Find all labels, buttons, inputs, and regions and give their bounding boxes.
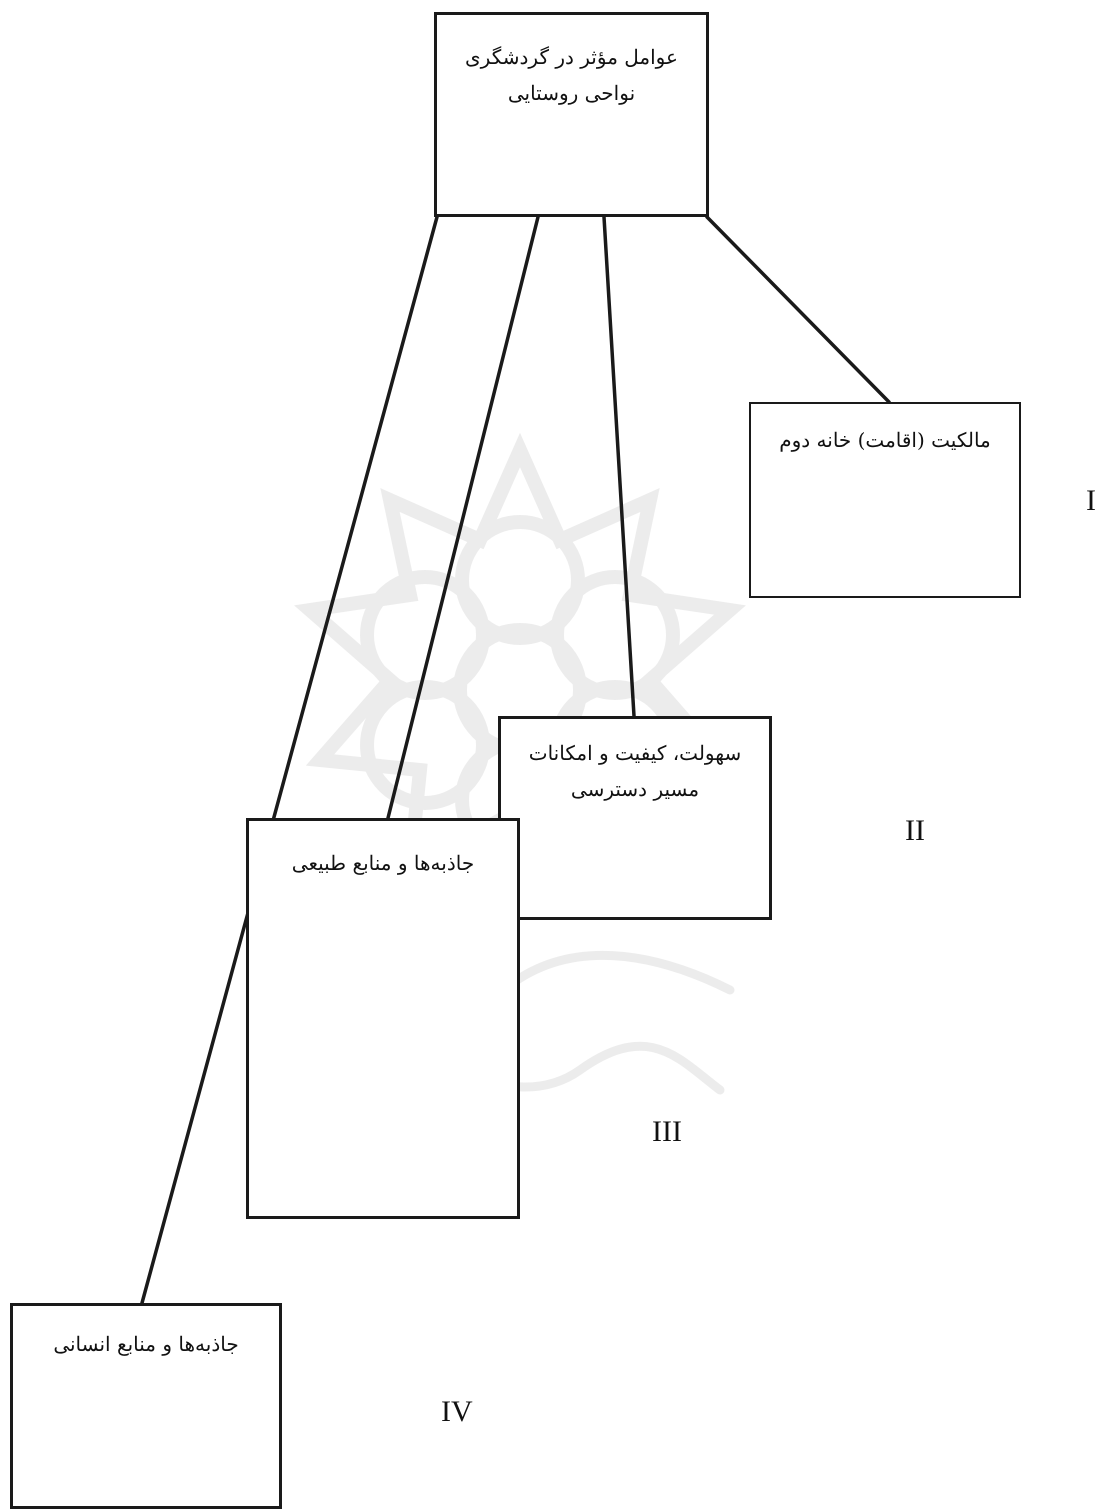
- connector-root-to-IV: [140, 215, 439, 1305]
- root-node: عوامل مؤثر در گردشگری نواحی روستایی: [434, 12, 709, 217]
- factor-node-I: مالکیت (اقامت) خانه دوم: [749, 402, 1021, 598]
- factor-III-numeral: III: [652, 1115, 682, 1148]
- factor-III-label: جاذبه‌ها و منابع طبیعی: [291, 851, 475, 875]
- factor-I-label: مالکیت (اقامت) خانه دوم: [779, 428, 991, 452]
- factor-II-label-line1: سهولت، کیفیت و امکانات: [528, 741, 742, 765]
- factor-node-III: جاذبه‌ها و منابع طبیعی: [246, 818, 520, 1219]
- factor-node-IV: جاذبه‌ها و منابع انسانی: [10, 1303, 282, 1509]
- root-node-label-line2: نواحی روستایی: [507, 81, 636, 105]
- factor-II-numeral: II: [905, 814, 925, 847]
- factor-II-label-line2: مسیر دسترسی: [570, 777, 700, 801]
- root-node-label-line1: عوامل مؤثر در گردشگری: [465, 45, 678, 69]
- connector-root-to-III: [386, 215, 540, 820]
- factor-node-II: سهولت، کیفیت و امکانات مسیر دسترسی: [498, 716, 772, 920]
- factor-I-numeral: I: [1086, 484, 1096, 517]
- factor-IV-numeral: IV: [441, 1395, 473, 1428]
- factor-IV-label: جاذبه‌ها و منابع انسانی: [53, 1332, 239, 1356]
- connector-root-to-I: [705, 215, 891, 404]
- connector-root-to-II: [602, 215, 636, 718]
